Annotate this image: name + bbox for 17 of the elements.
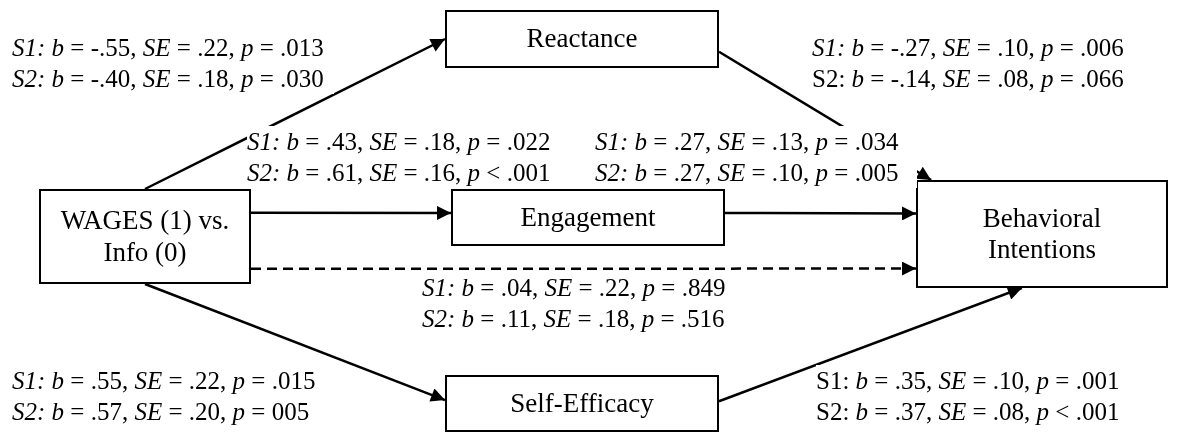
- variable-box: [39, 189, 251, 284]
- node-label: Behavioral Intentions: [981, 202, 1103, 266]
- arrow: [251, 261, 916, 276]
- node-label: Self-Efficacy: [510, 387, 654, 419]
- edge-label: S1: b = .27, SE = .13, p = .034 S2: b = .27, SE = .10, p = .005: [595, 126, 917, 188]
- arrow: [144, 37, 446, 191]
- node-label: Reactance: [526, 23, 638, 55]
- variable-box: [445, 10, 719, 68]
- variable-box: [916, 180, 1168, 288]
- arrow: [251, 205, 451, 220]
- node-label: Engagement: [520, 201, 656, 233]
- variable-box: [451, 189, 725, 246]
- variable-box: [445, 375, 719, 432]
- arrow: [725, 206, 916, 221]
- arrow: [718, 286, 1023, 403]
- arrow: [144, 282, 446, 402]
- node-label: WAGES (1) vs. Info (0): [60, 205, 230, 268]
